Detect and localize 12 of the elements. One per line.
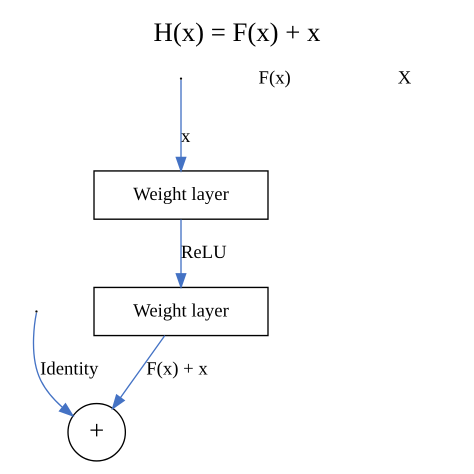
node-circle: +: [67, 402, 126, 462]
node-box: Weight layer: [93, 170, 269, 220]
edge-label: ReLU: [180, 242, 227, 263]
arrow: [111, 334, 166, 410]
arrow: [32, 312, 74, 417]
edge-label: Identity: [40, 358, 98, 380]
edge-label: F(x) + x: [146, 358, 208, 380]
label: X: [398, 67, 412, 88]
label: F(x): [258, 67, 291, 88]
diagram-title: H(x) = F(x) + x: [154, 16, 320, 47]
arrow: [175, 218, 187, 289]
node-box: Weight layer: [93, 286, 269, 336]
